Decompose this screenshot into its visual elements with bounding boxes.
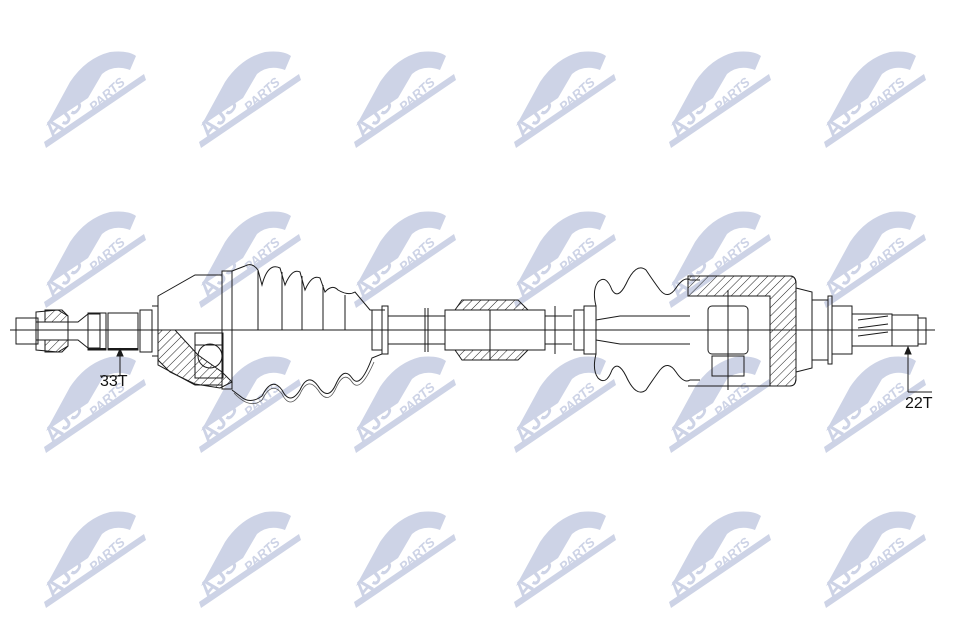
right-spline-leader (904, 345, 932, 393)
vibration-damper (444, 299, 572, 361)
left-spline-leader (100, 347, 124, 377)
inner-boot (573, 267, 700, 393)
outer-cv-joint (157, 270, 233, 390)
left-stub-shaft (15, 305, 159, 357)
left-spline-count-label: 33T (100, 373, 128, 390)
inner-tripod-housing (687, 275, 828, 390)
outer-boot (231, 264, 389, 405)
main-shaft (388, 308, 445, 352)
right-spline-count-label: 22T (905, 395, 933, 412)
right-stub-shaft (827, 295, 927, 365)
